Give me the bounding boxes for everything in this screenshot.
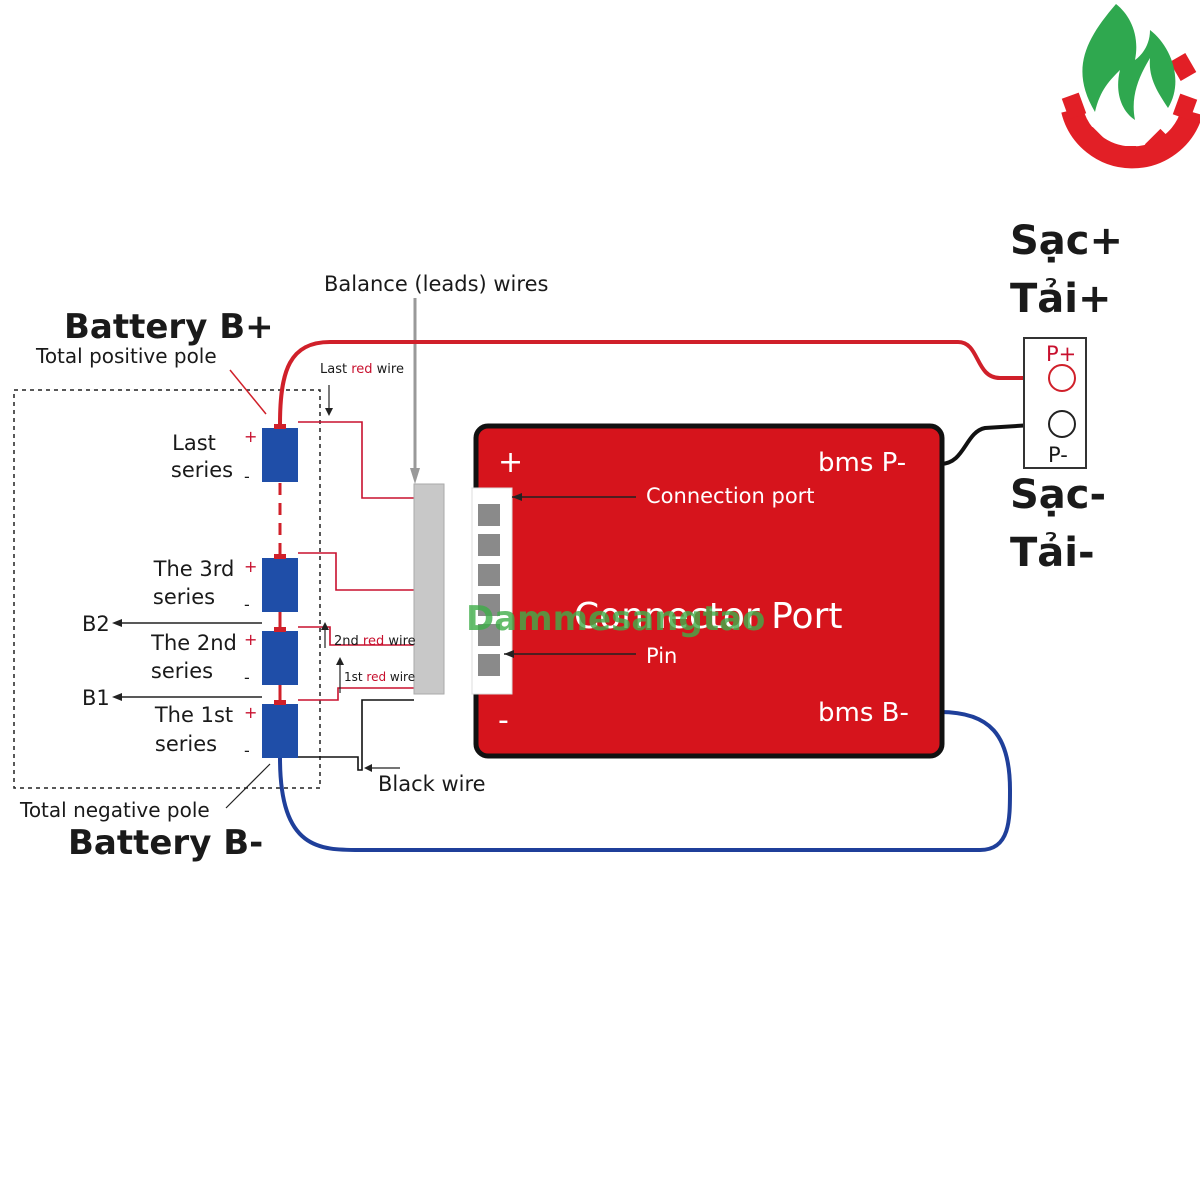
cell-minus-sign: -: [244, 595, 250, 614]
cell-last: [262, 424, 298, 482]
p-minus-terminal: [1048, 410, 1076, 438]
bms-b-minus-label: bms B-: [818, 698, 909, 728]
positive-pole-pointer: [229, 369, 267, 415]
balance-connector-plug: [413, 483, 445, 695]
pin-label: Pin: [646, 644, 677, 668]
cell-minus-sign: -: [244, 467, 250, 486]
board-plus-sign: +: [498, 445, 523, 480]
cell-label-line1: The 1st: [154, 703, 233, 727]
negative-wire: [278, 710, 1013, 852]
total-positive-pole-label: Total positive pole: [35, 344, 217, 368]
watermark: Dammesangtao: [466, 599, 765, 639]
cell-plus-sign: +: [244, 703, 257, 722]
b1-label: B1: [82, 686, 110, 710]
p-plus-label: P+: [1046, 342, 1076, 366]
p-minus-wire: [939, 422, 1049, 466]
connector-pins: [478, 504, 500, 676]
connector-port-title: Connector Port: [574, 596, 843, 637]
battery-b-minus-label: Battery B-: [68, 823, 263, 863]
cell-label-line2: series: [171, 458, 233, 482]
p-minus-label: P-: [1048, 443, 1068, 467]
tai-plus-label: Tải+: [1010, 276, 1112, 322]
cell-signs: + - + - + - + -: [244, 427, 257, 760]
positive-wire: [278, 340, 1048, 425]
bms-p-minus-label: bms P-: [818, 448, 906, 478]
b2-label: B2: [82, 612, 110, 636]
negative-pole-pointer: [225, 763, 271, 809]
board-minus-sign: -: [498, 703, 509, 738]
cell-minus-sign: -: [244, 741, 250, 760]
total-negative-pole-label: Total negative pole: [19, 798, 210, 822]
battery-b-plus-label: Battery B+: [64, 307, 274, 347]
output-terminal-block: [1023, 337, 1087, 469]
cell-label-line2: series: [155, 732, 217, 756]
cell-2nd: [262, 627, 298, 685]
balance-wires: [298, 421, 414, 701]
tai-minus-label: Tải-: [1010, 530, 1095, 576]
cell-label-line1: Last: [172, 431, 216, 455]
black-balance-wire: [298, 699, 414, 771]
sac-minus-label: Sạc-: [1010, 472, 1106, 518]
cell-1st: [262, 700, 298, 758]
cell-plus-sign: +: [244, 630, 257, 649]
flame-gear-logo: [1061, 4, 1200, 169]
cell-label-line2: series: [151, 659, 213, 683]
last-red-wire-label: Last red wire: [320, 362, 404, 377]
black-wire-label: Black wire: [378, 772, 486, 796]
cell-minus-sign: -: [244, 668, 250, 687]
cell-label-line1: The 2nd: [150, 631, 237, 655]
battery-pack-outline: [13, 389, 321, 789]
second-red-wire-label: 2nd red wire: [334, 634, 416, 649]
cell-3rd: [262, 554, 298, 612]
cell-plus-sign: +: [244, 557, 257, 576]
sac-plus-label: Sạc+: [1010, 218, 1123, 264]
cell-plus-sign: +: [244, 427, 257, 446]
cell-label-line2: series: [153, 585, 215, 609]
balance-wires-label: Balance (leads) wires: [324, 272, 548, 296]
first-red-wire-label: 1st red wire: [344, 670, 415, 684]
p-plus-terminal: [1048, 364, 1076, 392]
connection-port-label: Connection port: [646, 484, 815, 508]
cell-label-line1: The 3rd: [153, 557, 235, 581]
